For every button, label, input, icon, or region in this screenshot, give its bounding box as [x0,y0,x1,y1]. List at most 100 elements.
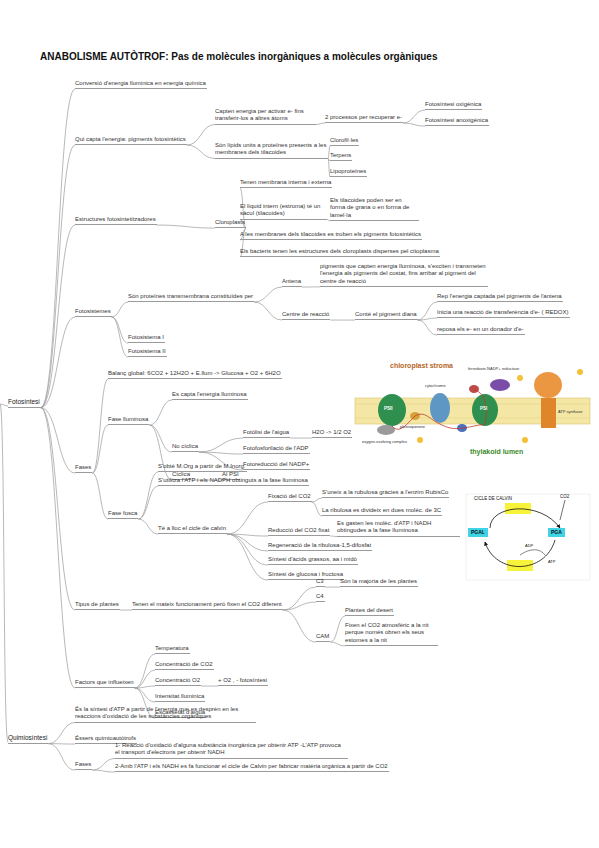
topic-text: Concentració de CO2 [155,661,213,668]
topic-text: Fotosíntesi oxigènica [425,101,481,108]
topic-node: Síntesi de glucosa i fructosa [268,571,344,580]
illustration-label: CICLE DE CALVIN [474,497,512,502]
topic-text: Clorofil·les [330,137,358,144]
branch-connector [112,317,128,357]
topic-text: Fases [75,464,91,471]
topic-node: Qui capta l'energia: pigments fotosintèt… [75,136,187,145]
topic-node: Té a lloc el cicle de calvin [158,525,227,534]
topic-text: Plantes del desert [345,607,393,614]
topic-node: S'utilitza l'ATP i els NADPH obtinguts a… [158,477,309,486]
branch-connector [312,502,322,516]
topic-text: Fases [75,761,91,768]
topic-node: S'uneix a la rubulosa gràcies a l'enzim … [322,489,449,498]
branch-connector [283,610,316,642]
topic-node: Fase lluminosa [108,416,149,425]
topic-text: Antena [282,278,301,285]
topic-node: Lipoproteïnes [330,168,367,177]
topic-node: 2-Amb l'ATP i els NADH es fa funcionar e… [115,763,389,772]
root-topic: Fotosíntesi [8,398,41,408]
branch-connector [135,686,155,688]
topic-text: Tenen membrana interna i externa [240,179,331,186]
topic-node: Concentració de CO2 [155,661,214,670]
branch-connector [330,616,345,642]
topic-text: Rep l'energia captada pel pigments de l'… [437,293,562,300]
topic-text: Fotòlisi de l'aigua [243,429,289,436]
topic-text: H2O -> 1/2 O2 [312,429,351,436]
topic-node: Tipus de plantes [75,601,120,610]
branch-connector [418,320,437,335]
branch-connector [120,610,132,611]
topic-node: Síntesi d'àcids grassos, aa i midó [268,556,358,565]
topic-node: Conté el pigment diana [355,311,418,320]
topic-node: Són la majoria de les plantes [340,578,418,587]
topic-text: 2 processos per recuperar e- [325,114,402,121]
topic-text: S'uneix a la rubulosa gràcies a l'enzim … [322,489,448,496]
thylakoid-membrane-illustration [355,369,590,443]
topic-node: Reducció del CO2 fixat [268,527,330,536]
topic-node: reposa els e- en un donador d'e- [437,326,525,335]
topic-node: A les membranes dels tilacoides es trobe… [240,231,422,240]
topic-text: Els tilacoides poden ser en forma de gra… [330,197,418,219]
branch-connector [41,317,75,408]
topic-text: Concentració O2 [155,677,200,684]
branch-connector [149,400,172,425]
topic-node: Conversió d'energia lluminica en energia… [75,80,207,89]
branch-connector [41,408,75,688]
topic-node: pigments que capten energia lluminosa, s… [320,263,488,287]
topic-text: El líquid intern (estroma) té un sàcul (… [240,203,326,218]
branch-connector [138,486,158,519]
topic-node: Fotosistema I [128,334,165,343]
topic-text: No cíclica [172,443,198,450]
branch-connector [201,686,218,687]
topic-node: Els bacteris tenen les estructures dels … [240,248,440,257]
topic-text: Conté el pigment diana [355,311,417,318]
topic-node: Fases [75,464,92,473]
topic-text: Balanç global: 6CO2 + 12H2O + E.llum -> … [108,370,281,377]
branch-connector [41,145,75,408]
branch-connector [138,472,158,519]
topic-text: Fixen el CO2 atmosfèric a la nit perque … [345,622,437,644]
topic-node: C3 [316,578,325,587]
branch-connector [92,425,108,473]
branch-connector [330,536,337,537]
topic-node: La ribulosa es divideix en dues molèc. d… [322,507,442,516]
topic-text: Estructures fotosintetitzadores [75,216,156,223]
topic-text: Tipus de plantes [75,601,119,608]
topic-node: Fases [75,761,92,770]
illustration-label: oxygen-evolving complex [362,440,407,444]
branch-connector [48,744,75,770]
illustration-label: PGAL [468,528,488,537]
illustration-label: plastoquinone [400,425,425,429]
branch-connector [199,438,243,452]
branch-connector [330,642,345,646]
topic-node: Fixació del CO2 [268,493,312,502]
topic-text: Els bacteris tenen les estructures dels … [240,248,439,255]
branch-connector [254,287,282,302]
topic-text: Síntesi d'àcids grassos, aa i midó [268,556,357,563]
topic-node: Són lípids units a proteïnes presents a … [215,142,328,159]
topic-node: Cloroplasts [215,219,246,228]
topic-node: Fotòlisi de l'aigua [243,429,290,438]
topic-node: Plantes del desert [345,607,394,616]
topic-text: Fotosistema I [128,334,164,341]
illustration-label: ferredoxin-NADP+ reductase [468,367,519,371]
topic-text: Fotosistemes [75,308,111,315]
illustration-label: PGA [548,528,565,537]
topic-node: Fotosistema II [128,348,167,357]
topic-node: És la síntesi d'ATP a partir de l'energi… [75,706,256,723]
topic-node: Fixen el CO2 atmosfèric a la nit perque … [345,622,438,646]
topic-text: Temperatura [155,645,189,652]
topic-text: La ribulosa es divideix en dues molèc. d… [322,507,441,514]
topic-node: C4 [316,593,325,602]
branch-connector [112,302,128,317]
branch-connector [227,534,268,580]
topic-node: Centre de reacció [282,311,330,320]
topic-node: Es capta l'energia lluminosa [172,391,248,400]
branch-connector [41,408,75,610]
calvin-cycle-illustration [466,494,590,580]
branch-connector [302,286,320,287]
branch-connector [92,379,108,473]
topic-text: Fotosistema II [128,348,166,355]
branch-connector [418,318,437,320]
